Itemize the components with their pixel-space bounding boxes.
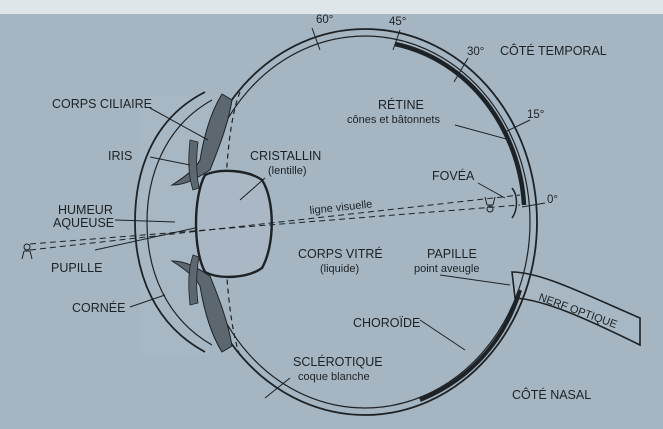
angle-45-label: 45° [389,16,406,28]
cornee-label: CORNÉE [72,300,125,315]
cote-nasal-label: CÔTÉ NASAL [512,387,591,402]
papille-sub-label: point aveugle [414,263,479,275]
cristallin-sub-label: (lentille) [268,165,307,177]
angle-0-label: 0° [547,194,558,206]
humeur-aqueuse-label-2: AQUEUSE [53,216,114,230]
papille-label: PAPILLE [427,247,477,261]
retine-sub-label: cônes et bâtonnets [347,114,440,126]
fovea-label: FOVÉA [432,168,475,183]
corps-vitre-sub-label: (liquide) [320,263,359,275]
cristallin-label: CRISTALLIN [250,149,321,163]
angle-15-label: 15° [527,109,544,121]
humeur-aqueuse-label-1: HUMEUR [58,203,113,217]
choroide-label: CHOROÏDE [353,316,420,330]
top-strip [0,0,663,14]
cote-temporal-label: CÔTÉ TEMPORAL [500,43,607,58]
angle-30-label: 30° [467,46,484,58]
corps-vitre-label: CORPS VITRÉ [298,246,383,261]
retine-label: RÉTINE [378,97,424,112]
iris-label: IRIS [108,149,132,163]
corps-ciliaire-label: CORPS CILIAIRE [52,97,152,111]
sclerotique-label: SCLÉROTIQUE [293,354,383,369]
angle-60-label: 60° [316,14,333,26]
sclerotique-sub-label: coque blanche [298,371,370,383]
pupille-label: PUPILLE [51,261,102,275]
